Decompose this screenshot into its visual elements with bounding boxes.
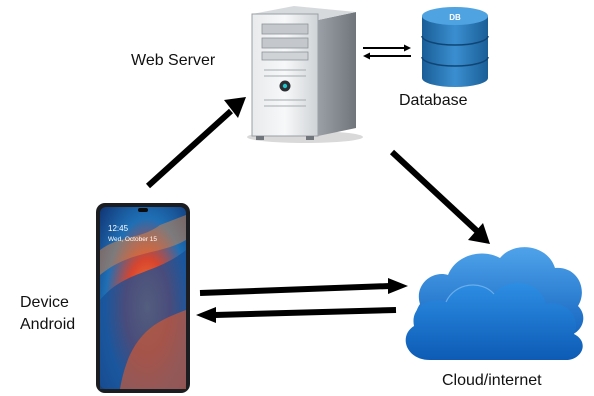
- device-to-server-arrow: [145, 97, 246, 189]
- server-tower-icon: [247, 6, 363, 143]
- cloud-icon: [405, 247, 584, 360]
- database-label: Database: [399, 92, 468, 109]
- device-cloud-arrows: [196, 278, 408, 323]
- server-to-cloud-arrow: [389, 149, 490, 244]
- android-phone-icon: [96, 203, 190, 393]
- database-cylinder-icon: DB: [421, 7, 489, 87]
- device-label-line2: Android: [20, 316, 76, 333]
- device-label-line1: Device: [20, 294, 69, 311]
- cloud-label: Cloud/internet: [442, 372, 542, 389]
- database-badge: DB: [449, 13, 461, 22]
- phone-screen-time: 12:45: [108, 224, 129, 233]
- phone-screen-date: Wed, October 15: [108, 236, 158, 243]
- server-database-arrows: [363, 44, 411, 60]
- web-server-label: Web Server: [131, 52, 216, 69]
